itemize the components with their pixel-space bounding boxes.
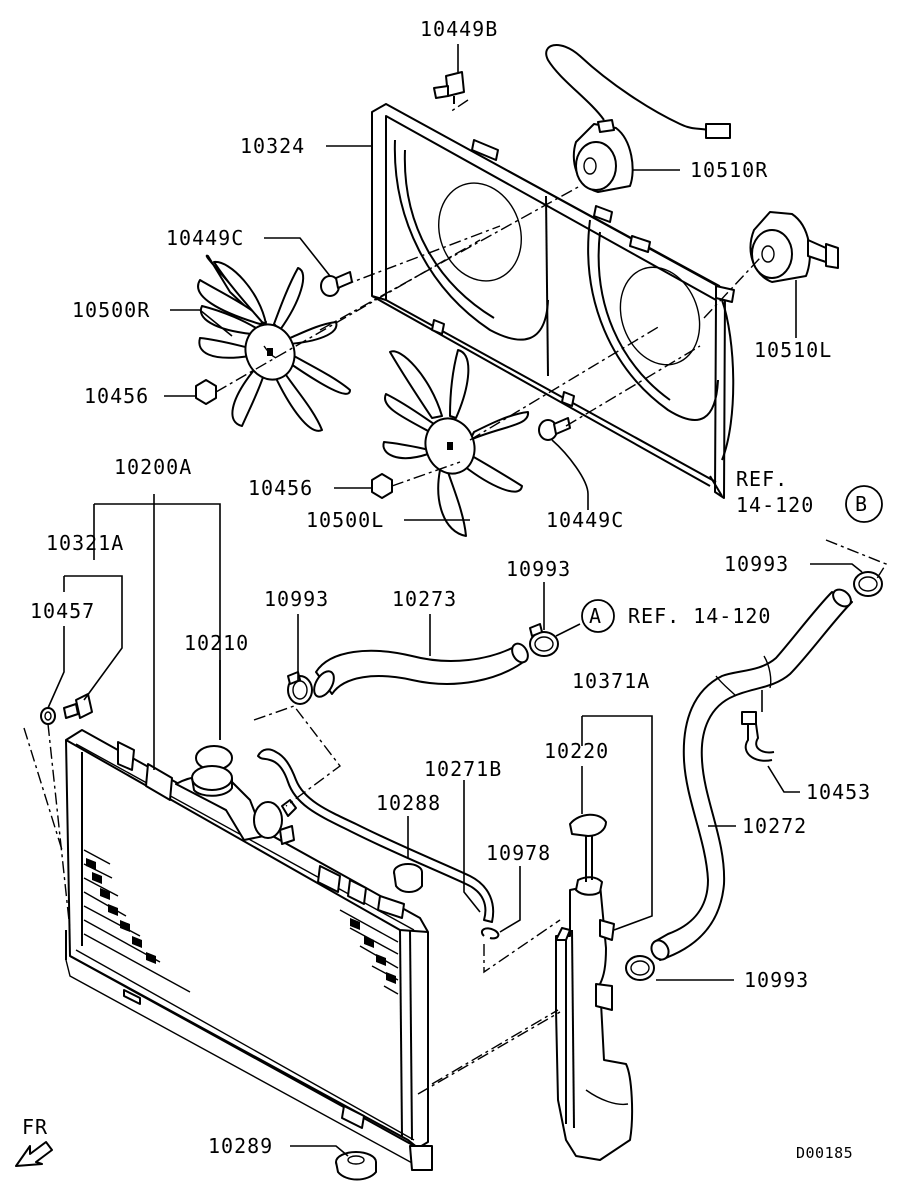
label-10220: 10220 (544, 739, 609, 763)
label-10289: 10289 (208, 1134, 273, 1158)
label-10500l: 10500L (306, 508, 384, 532)
label-10449c-bottom: 10449C (546, 508, 624, 532)
label-callout-a: A (589, 604, 602, 628)
label-10993-right: 10993 (724, 552, 789, 576)
label-10449c-top: 10449C (166, 226, 244, 250)
label-10449b: 10449B (420, 17, 498, 41)
label-ref-frame-1: REF. (736, 467, 788, 491)
overflow-hose-10271b[interactable] (257, 748, 495, 923)
label-10510r: 10510R (690, 158, 768, 182)
label-ref-a: REF. 14-120 (628, 604, 771, 628)
leader-lines (47, 44, 863, 1157)
label-10993-bottom: 10993 (744, 968, 809, 992)
label-direction: FR (22, 1115, 48, 1139)
fan-left[interactable] (382, 349, 530, 537)
label-10453: 10453 (806, 780, 871, 804)
nut-10456-bottom[interactable] (371, 473, 393, 499)
drain-plug-10457[interactable] (40, 707, 56, 725)
reservoir-cap-10220[interactable] (569, 813, 607, 882)
bolt-10449b[interactable] (433, 71, 465, 104)
label-10500r: 10500R (72, 298, 150, 322)
nut-10456-top[interactable] (195, 379, 217, 405)
label-10978: 10978 (486, 841, 551, 865)
reservoir-tank[interactable] (555, 876, 634, 1161)
radiator-cap[interactable] (191, 745, 233, 797)
radiator[interactable] (65, 729, 433, 1171)
callout-circle-b (845, 485, 883, 523)
label-10321a: 10321A (46, 531, 124, 555)
label-callout-b: B (855, 492, 868, 516)
fan-shroud[interactable] (371, 103, 735, 499)
hose-clamp-bottom[interactable] (625, 955, 655, 981)
hose-clamp-mid[interactable] (529, 623, 559, 657)
label-10510l: 10510L (754, 338, 832, 362)
label-10273: 10273 (392, 587, 457, 611)
clip-10978[interactable] (480, 927, 500, 940)
label-10993-left: 10993 (264, 587, 329, 611)
fan-motor-right[interactable] (545, 43, 731, 193)
hose-clip-10453[interactable] (741, 711, 775, 762)
hose-clamp-left[interactable] (287, 671, 313, 705)
label-10200a: 10200A (114, 455, 192, 479)
label-10324: 10324 (240, 134, 305, 158)
bolt-10449c-bottom[interactable] (538, 417, 571, 441)
mount-bushing-10288[interactable] (393, 863, 423, 893)
upper-hose-10273[interactable] (310, 641, 531, 700)
fan-motor-left[interactable] (749, 211, 839, 283)
radiator-neck[interactable] (175, 774, 297, 845)
mount-bushing-10289[interactable] (335, 1151, 377, 1181)
hose-clamp-right[interactable] (853, 571, 883, 597)
label-10456-bottom: 10456 (248, 476, 313, 500)
label-10271b: 10271B (424, 757, 502, 781)
assembly-center-lines (23, 99, 888, 1095)
label-10456-top: 10456 (84, 384, 149, 408)
callout-circle-a (581, 599, 615, 633)
label-10210: 10210 (184, 631, 249, 655)
label-ref-frame-2: 14-120 (736, 493, 814, 517)
drain-cock-10321a[interactable] (63, 693, 93, 719)
radiator-fins (83, 849, 399, 995)
front-arrow-icon (15, 1141, 53, 1167)
lower-hose-10272[interactable] (648, 586, 854, 962)
label-10457: 10457 (30, 599, 95, 623)
label-10288: 10288 (376, 791, 441, 815)
label-10272: 10272 (742, 814, 807, 838)
label-diagram-code: D00185 (796, 1144, 853, 1162)
label-10371a: 10371A (572, 669, 650, 693)
label-10993-mid: 10993 (506, 557, 571, 581)
